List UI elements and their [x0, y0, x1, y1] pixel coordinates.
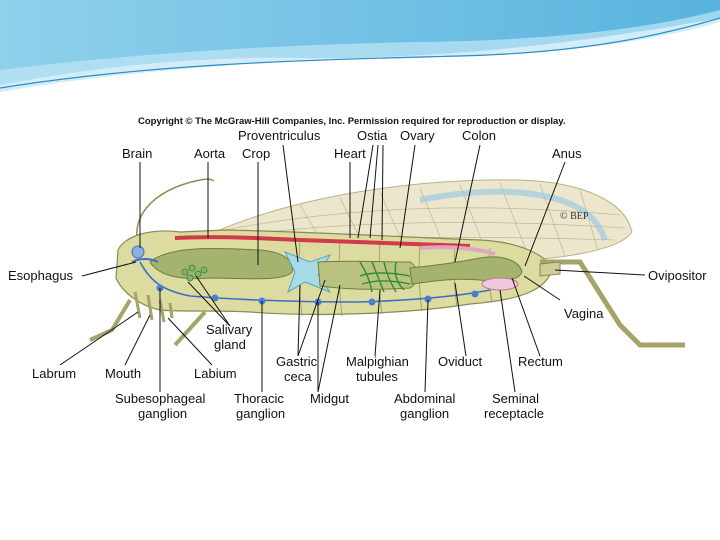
wing-blue-veins — [419, 188, 608, 242]
label-aorta: Aorta — [194, 146, 226, 161]
label-esophagus: Esophagus — [8, 268, 74, 283]
header-wave — [0, 0, 720, 85]
leader-lines — [59, 144, 646, 393]
hind-leg — [540, 259, 685, 348]
label-thoracic-ganglion-2: ganglion — [236, 406, 285, 421]
diagram-labels: Proventriculus Ostia Ovary Colon Brain A… — [8, 128, 707, 421]
label-subesophageal-ganglion: Subesophageal — [115, 391, 205, 406]
mouthparts — [133, 291, 174, 323]
esophagus — [131, 258, 159, 263]
mid-leg — [173, 310, 207, 347]
header-wave-line — [0, 17, 720, 89]
ventral-nerve-cord — [139, 261, 491, 303]
label-thoracic-ganglion: Thoracic — [234, 391, 284, 406]
label-rectum: Rectum — [518, 354, 563, 369]
label-gastric-ceca: Gastric — [276, 354, 318, 369]
label-anus: Anus — [552, 146, 582, 161]
colon-rectum — [409, 256, 523, 285]
label-malpighian-tubules-2: tubules — [356, 369, 398, 384]
label-subesophageal-ganglion-2: ganglion — [138, 406, 187, 421]
label-colon: Colon — [462, 128, 496, 143]
label-heart: Heart — [334, 146, 366, 161]
label-proventriculus: Proventriculus — [238, 128, 321, 143]
label-ovipositor: Ovipositor — [648, 268, 707, 283]
copyright-notice: Copyright © The McGraw-Hill Companies, I… — [138, 116, 566, 127]
label-seminal-receptacle: Seminal — [492, 391, 539, 406]
label-malpighian-tubules: Malpighian — [346, 354, 409, 369]
label-oviduct: Oviduct — [438, 354, 482, 369]
label-salivary-gland: Salivary — [206, 322, 253, 337]
label-ostia: Ostia — [357, 128, 388, 143]
salivary-gland — [181, 264, 208, 282]
label-brain: Brain — [122, 146, 152, 161]
label-ovary: Ovary — [400, 128, 435, 143]
label-mouth: Mouth — [105, 366, 141, 381]
label-gastric-ceca-2: ceca — [284, 369, 312, 384]
ovipositor — [539, 261, 561, 277]
crop — [149, 247, 294, 280]
label-seminal-receptacle-2: receptacle — [484, 406, 544, 421]
label-abdominal-ganglion: Abdominal — [394, 391, 456, 406]
antenna — [136, 178, 215, 251]
ovary — [419, 245, 496, 256]
label-abdominal-ganglion-2: ganglion — [400, 406, 449, 421]
label-labrum: Labrum — [32, 366, 76, 381]
aorta-heart — [174, 235, 471, 248]
brain — [131, 245, 145, 259]
ganglia — [156, 284, 479, 306]
label-salivary-gland-2: gland — [214, 337, 246, 352]
label-midgut: Midgut — [310, 391, 349, 406]
label-labium: Labium — [194, 366, 237, 381]
header-wave-light — [0, 10, 720, 92]
malpighian-tubules — [359, 261, 411, 293]
label-crop: Crop — [242, 146, 270, 161]
label-vagina: Vagina — [564, 306, 604, 321]
artist-signature: © BEP — [560, 211, 589, 222]
